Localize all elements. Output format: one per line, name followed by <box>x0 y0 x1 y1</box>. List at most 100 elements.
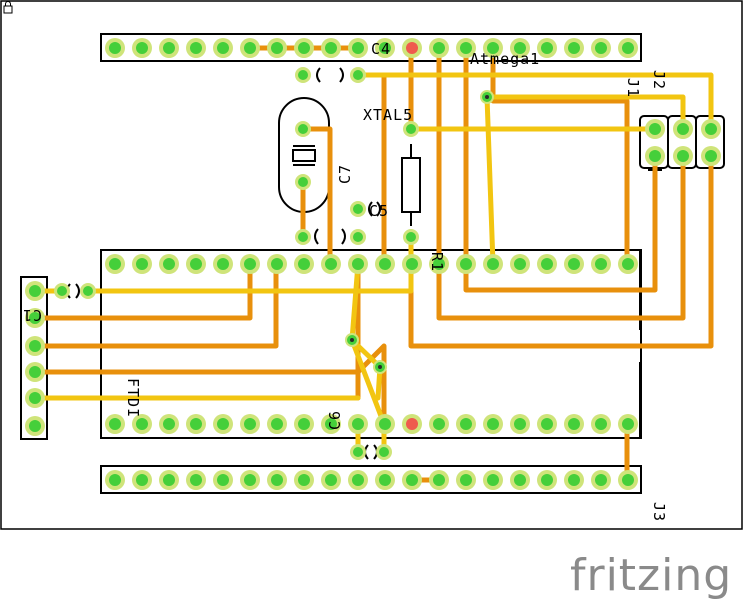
pad-center <box>406 474 418 486</box>
pad-center <box>487 418 499 430</box>
pad-center <box>514 42 526 54</box>
pad-center <box>271 418 283 430</box>
label-c4: C4 <box>371 40 391 58</box>
label-c6: C6 <box>326 410 344 430</box>
pad-center <box>595 258 607 270</box>
pad-center <box>649 150 661 162</box>
pad-center <box>217 42 229 54</box>
pad-center <box>487 474 499 486</box>
pad-center <box>325 418 337 430</box>
label-j2: J2 <box>650 70 668 90</box>
pad-center <box>163 42 175 54</box>
pad-center <box>541 258 553 270</box>
pad-center <box>190 474 202 486</box>
pad-center <box>649 123 661 135</box>
pad-center <box>353 447 363 457</box>
pad-center <box>433 258 445 270</box>
pad-center <box>298 232 308 242</box>
pad-center <box>298 474 310 486</box>
pad-center <box>352 418 364 430</box>
pad-center <box>677 123 689 135</box>
pad-center <box>217 258 229 270</box>
pad-center <box>460 418 472 430</box>
label-r1: R1 <box>428 252 446 272</box>
pad-center <box>595 42 607 54</box>
pad-center <box>352 42 364 54</box>
pad-center <box>29 392 41 404</box>
pad-center <box>163 258 175 270</box>
pad-center <box>379 42 391 54</box>
header-top-outline <box>100 33 642 62</box>
pad-center <box>352 258 364 270</box>
pad-center <box>109 258 121 270</box>
label-xtal: XTAL5 <box>363 106 413 124</box>
pad-center <box>460 474 472 486</box>
pad-center <box>379 474 391 486</box>
pad-center <box>298 177 308 187</box>
pad-center <box>353 204 363 214</box>
pad-center <box>109 418 121 430</box>
pad-center <box>163 418 175 430</box>
vias <box>345 90 494 374</box>
pad-center <box>136 418 148 430</box>
pad-center <box>379 258 391 270</box>
label-c1: C1 <box>22 306 42 324</box>
pad-center <box>514 474 526 486</box>
label-j3: J3 <box>650 502 668 522</box>
ftdi-outline <box>20 276 48 440</box>
pad-center <box>460 42 472 54</box>
pad-center <box>271 42 283 54</box>
pad-center <box>514 418 526 430</box>
pad-center <box>29 285 41 297</box>
pad-center <box>29 366 41 378</box>
pad-center <box>379 418 391 430</box>
pad-center <box>29 312 41 324</box>
pad-center <box>406 124 416 134</box>
pad-center <box>705 123 717 135</box>
pad-center <box>568 474 580 486</box>
pad-center <box>353 70 363 80</box>
pad-center <box>487 42 499 54</box>
pad-center <box>406 232 416 242</box>
pad-center <box>433 474 445 486</box>
pad-center <box>217 418 229 430</box>
pad-center <box>568 42 580 54</box>
label-j1: J1 <box>624 78 642 98</box>
pad-center <box>244 418 256 430</box>
pad-center <box>271 474 283 486</box>
pad-center <box>568 258 580 270</box>
pad-center <box>622 258 634 270</box>
pad-center <box>271 258 283 270</box>
pad-center <box>29 340 41 352</box>
pad-center <box>325 258 337 270</box>
pad-center <box>487 258 499 270</box>
pad-center <box>136 42 148 54</box>
pad-center <box>298 124 308 134</box>
pad-center <box>136 474 148 486</box>
pad-center <box>217 474 229 486</box>
pad-center <box>433 42 445 54</box>
label-ftdi: FTDI <box>124 378 142 418</box>
fritzing-logo: fritzing <box>570 550 732 600</box>
pad-center <box>595 418 607 430</box>
pad-center <box>460 258 472 270</box>
pad-center <box>325 474 337 486</box>
pad-center <box>406 418 418 430</box>
pad-center <box>622 42 634 54</box>
label-c5: C5 <box>369 202 389 220</box>
pad-center <box>352 474 364 486</box>
pad-center <box>622 418 634 430</box>
pad-center <box>244 258 256 270</box>
pad-center <box>541 42 553 54</box>
pad-center <box>514 258 526 270</box>
pad-center <box>83 286 93 296</box>
label-atmega: Atmega1 <box>470 50 540 68</box>
pad-center <box>379 447 389 457</box>
lock-icon <box>3 1 13 14</box>
pad-center <box>190 42 202 54</box>
header-bottom-outline <box>100 465 642 494</box>
pad-center <box>353 232 363 242</box>
pad-center <box>541 474 553 486</box>
pad-center <box>298 42 310 54</box>
pad-center <box>190 258 202 270</box>
